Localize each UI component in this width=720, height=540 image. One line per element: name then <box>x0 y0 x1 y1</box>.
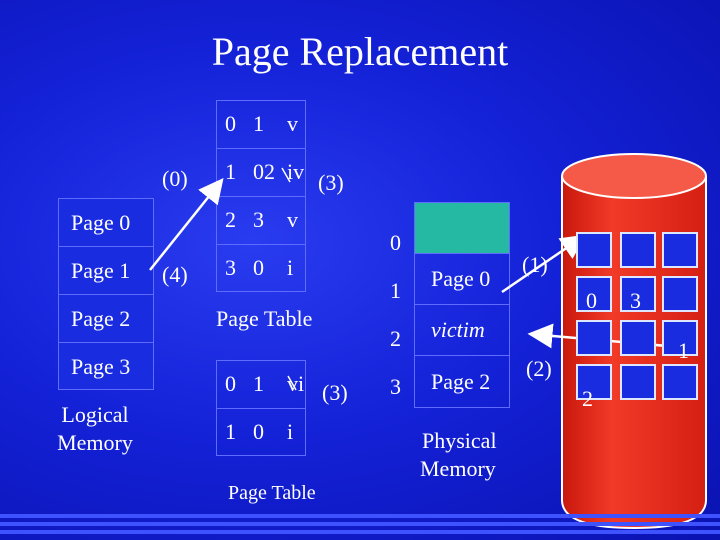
physical-frame-2: victim <box>415 305 509 356</box>
disk-label-2: 2 <box>582 386 593 411</box>
physical-frame-num-2: 2 <box>390 326 401 351</box>
page-table-2-row-1: 1 0 i <box>217 409 305 457</box>
arrow-logical-to-table <box>149 178 224 271</box>
disk-slot-2 <box>620 232 656 268</box>
pt1-index-3: 0 <box>253 255 264 280</box>
logical-memory-label-2: Memory <box>57 430 133 455</box>
physical-frame-num-0: 0 <box>390 230 401 255</box>
physical-memory-label-2: Memory <box>420 456 496 481</box>
logical-page-3: Page 3 <box>71 354 131 379</box>
pt1-bit-0: v <box>287 111 298 136</box>
disk-slot-10 <box>576 364 612 400</box>
pt1-index-2: 3 <box>253 207 264 232</box>
physical-frame-num-3: 3 <box>390 374 401 399</box>
pt2-frame-1: 1 <box>225 419 236 444</box>
disk-slot-6 <box>662 276 698 312</box>
disk-slot-11 <box>620 364 656 400</box>
disk-label-3: 3 <box>630 288 641 313</box>
disk-label-0: 0 <box>586 288 597 313</box>
logical-page-0: Page 0 <box>59 199 153 247</box>
step-2-label: (2) <box>526 356 552 381</box>
page-table-1-row-1: 1 02 iv <box>217 149 305 197</box>
pt2-index-0: 1 <box>253 371 264 396</box>
disk-slot-5 <box>620 276 656 312</box>
pt2-frame-0: 0 <box>225 371 236 396</box>
page-table-1-row-0: 0 1 v <box>217 101 305 149</box>
physical-memory-label-1: Physical <box>422 428 497 453</box>
pt1-frame-2: 2 <box>225 207 236 232</box>
page-table-2: 0 1 vi 1 0 i <box>216 360 306 456</box>
logical-memory-box: Page 0 Page 1 Page 2 Page 3 <box>58 198 154 390</box>
slide-title: Page Replacement <box>211 29 509 74</box>
page-table-1-row-2: 2 3 v <box>217 197 305 245</box>
disk-slot-3 <box>662 232 698 268</box>
page-table-2-label: Page Table <box>228 482 316 504</box>
logical-page-1: Page 1 <box>59 247 153 295</box>
step-4-label: (4) <box>162 262 188 287</box>
step-3a-label: (3) <box>318 170 344 195</box>
bottom-stripe-2 <box>0 522 720 526</box>
disk-slot-1 <box>576 232 612 268</box>
pt1-index-0: 1 <box>253 111 264 136</box>
disk-label-1: 1 <box>678 338 689 363</box>
page-table-2-row-0: 0 1 vi <box>217 361 305 409</box>
pt1-index-1: 02 <box>253 159 275 184</box>
physical-frame-0 <box>415 203 509 254</box>
pt1-frame-1: 1 <box>225 159 236 184</box>
pt2-bit-1: i <box>287 419 294 444</box>
disk-slot-9 <box>662 320 698 356</box>
physical-frame-num-1: 1 <box>390 278 401 303</box>
step-3b-label: (3) <box>322 380 348 405</box>
disk-slot-7 <box>576 320 612 356</box>
physical-frame-3: Page 2 <box>431 368 491 394</box>
physical-memory-box: Page 0 victim Page 2 <box>414 202 510 408</box>
bottom-stripe-3 <box>0 530 720 534</box>
pt2-bit-0: vi <box>287 371 305 396</box>
disk-slot-4 <box>576 276 612 312</box>
logical-memory-label-1: Logical <box>61 402 129 427</box>
bottom-stripe-1 <box>0 514 720 518</box>
page-table-1-row-3: 3 0 i <box>217 245 305 293</box>
disk-slot-8 <box>620 320 656 356</box>
disk-slot-12 <box>662 364 698 400</box>
pt1-bit-1: iv <box>287 159 305 184</box>
page-table-1: 0 1 v 1 02 iv 2 3 v 3 0 i <box>216 100 306 292</box>
pt1-frame-3: 3 <box>225 255 236 280</box>
page-table-1-label: Page Table <box>216 306 313 331</box>
pt1-bit-2: v <box>287 207 298 232</box>
step-0-label: (0) <box>162 166 188 191</box>
pt1-bit-3: i <box>287 255 294 280</box>
physical-frame-1: Page 0 <box>415 254 509 305</box>
step-1-label: (1) <box>522 252 548 277</box>
pt1-frame-0: 0 <box>225 111 236 136</box>
pt2-index-1: 0 <box>253 419 264 444</box>
logical-page-2: Page 2 <box>59 295 153 343</box>
